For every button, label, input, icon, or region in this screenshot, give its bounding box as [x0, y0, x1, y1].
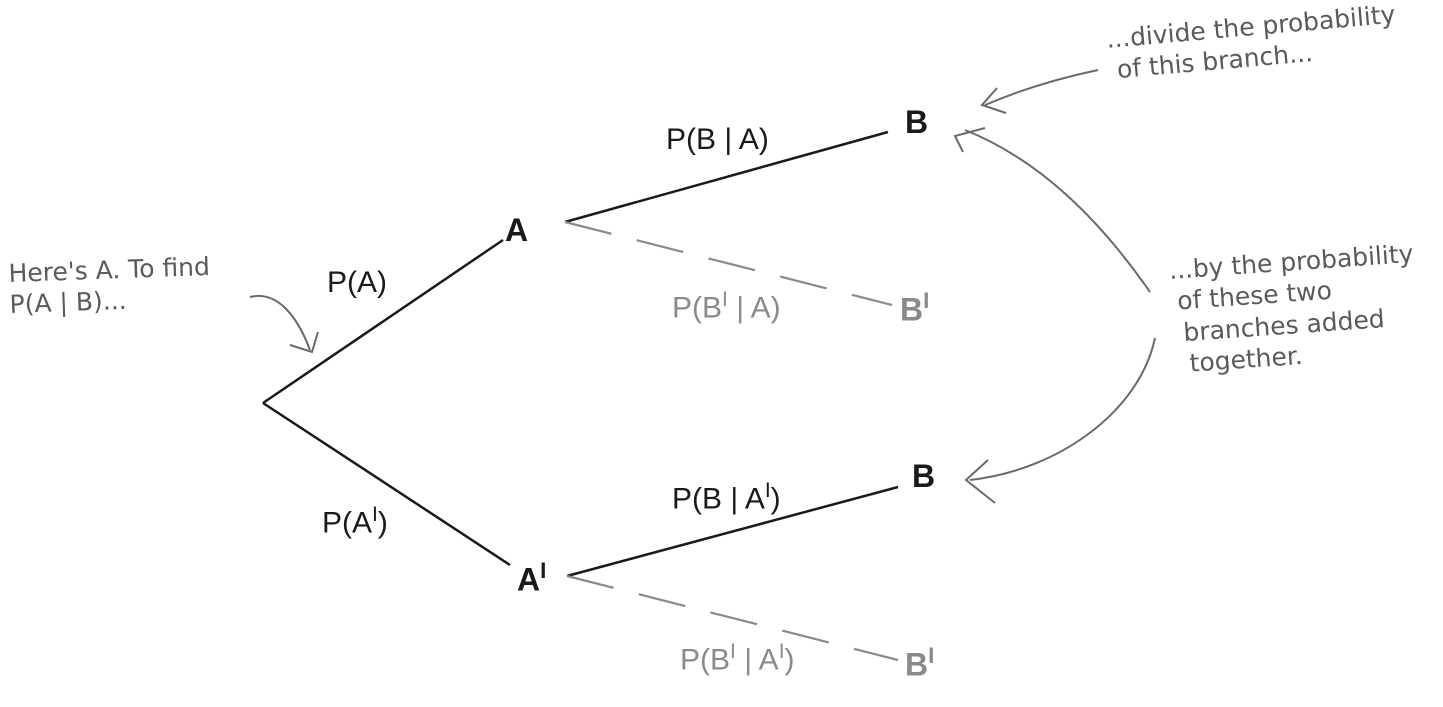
note-right: ...by the probability of these two branc… [1168, 238, 1421, 380]
node-b-prime-bottom-label: B [905, 646, 929, 683]
right-note-arrowhead-up [953, 127, 986, 153]
branch-a-prime-to-b-prime [566, 574, 899, 662]
edge-label-p-b-given-a-text: P(B | A) [666, 123, 769, 156]
edge-label-post: | A) [727, 291, 781, 325]
edge-label-p-b-given-a: P(B | A) [666, 125, 769, 155]
node-b-top: B [905, 106, 928, 138]
edge-label-p-bprime-given-a: P(BI | A) [672, 289, 781, 324]
node-b-prime-bottom: BI [905, 643, 935, 683]
branch-a-to-b [564, 130, 889, 224]
prime-mark: I [764, 479, 771, 502]
edge-label-p-a-text: P(A) [327, 266, 387, 299]
left-note-arrow [249, 294, 311, 351]
edge-label-pre: P(B [680, 643, 731, 677]
edge-label-p-a: P(A) [327, 268, 387, 298]
edge-label-pre: P(B | A [672, 482, 765, 516]
prime-mark: I [540, 558, 547, 583]
edge-label-mid: | A [735, 643, 779, 677]
node-a-prime: AI [517, 558, 547, 598]
branch-a-prime-to-b [566, 485, 899, 578]
edge-label-p-a-prime: P(AI) [322, 504, 388, 539]
right-note-arrow-down [969, 337, 1156, 481]
edge-label-pre: P(B [672, 291, 723, 325]
top-right-note-arrow [984, 69, 1099, 106]
node-b-prime-top-label: B [900, 291, 924, 328]
edge-label-p-a-prime-close: ) [377, 506, 388, 540]
prime-mark: I [778, 640, 785, 663]
left-note-arrowhead [289, 331, 319, 354]
prime-mark: I [928, 643, 935, 668]
branch-a-to-b-prime [564, 220, 893, 307]
edge-label-p-bprime-given-aprime: P(BI | AI) [680, 641, 795, 676]
node-a-prime-label: A [517, 561, 541, 598]
node-b-bottom-label: B [912, 458, 936, 494]
branch-root-to-a-prime [262, 401, 511, 567]
node-b-prime-top: BI [900, 288, 930, 328]
right-note-arrow-up [964, 129, 1151, 293]
edge-label-p-a-prime-text: P(A [322, 506, 373, 540]
edge-label-post: ) [784, 643, 795, 677]
edge-label-post: ) [770, 482, 781, 516]
node-b-bottom: B [912, 460, 935, 492]
prime-mark: I [372, 503, 378, 526]
node-a-label: A [505, 212, 529, 248]
note-left: Here's A. To find P(A | B)... [8, 251, 211, 320]
branch-root-to-a [262, 238, 504, 405]
edge-label-p-b-given-aprime: P(B | AI) [672, 480, 781, 515]
right-note-arrowhead-down [964, 459, 996, 504]
prime-mark: I [730, 640, 736, 663]
prime-mark: I [923, 288, 930, 313]
top-right-note-arrowhead [980, 87, 1007, 114]
prime-mark: I [722, 288, 728, 311]
node-a: A [505, 214, 528, 246]
node-b-top-label: B [905, 104, 929, 140]
